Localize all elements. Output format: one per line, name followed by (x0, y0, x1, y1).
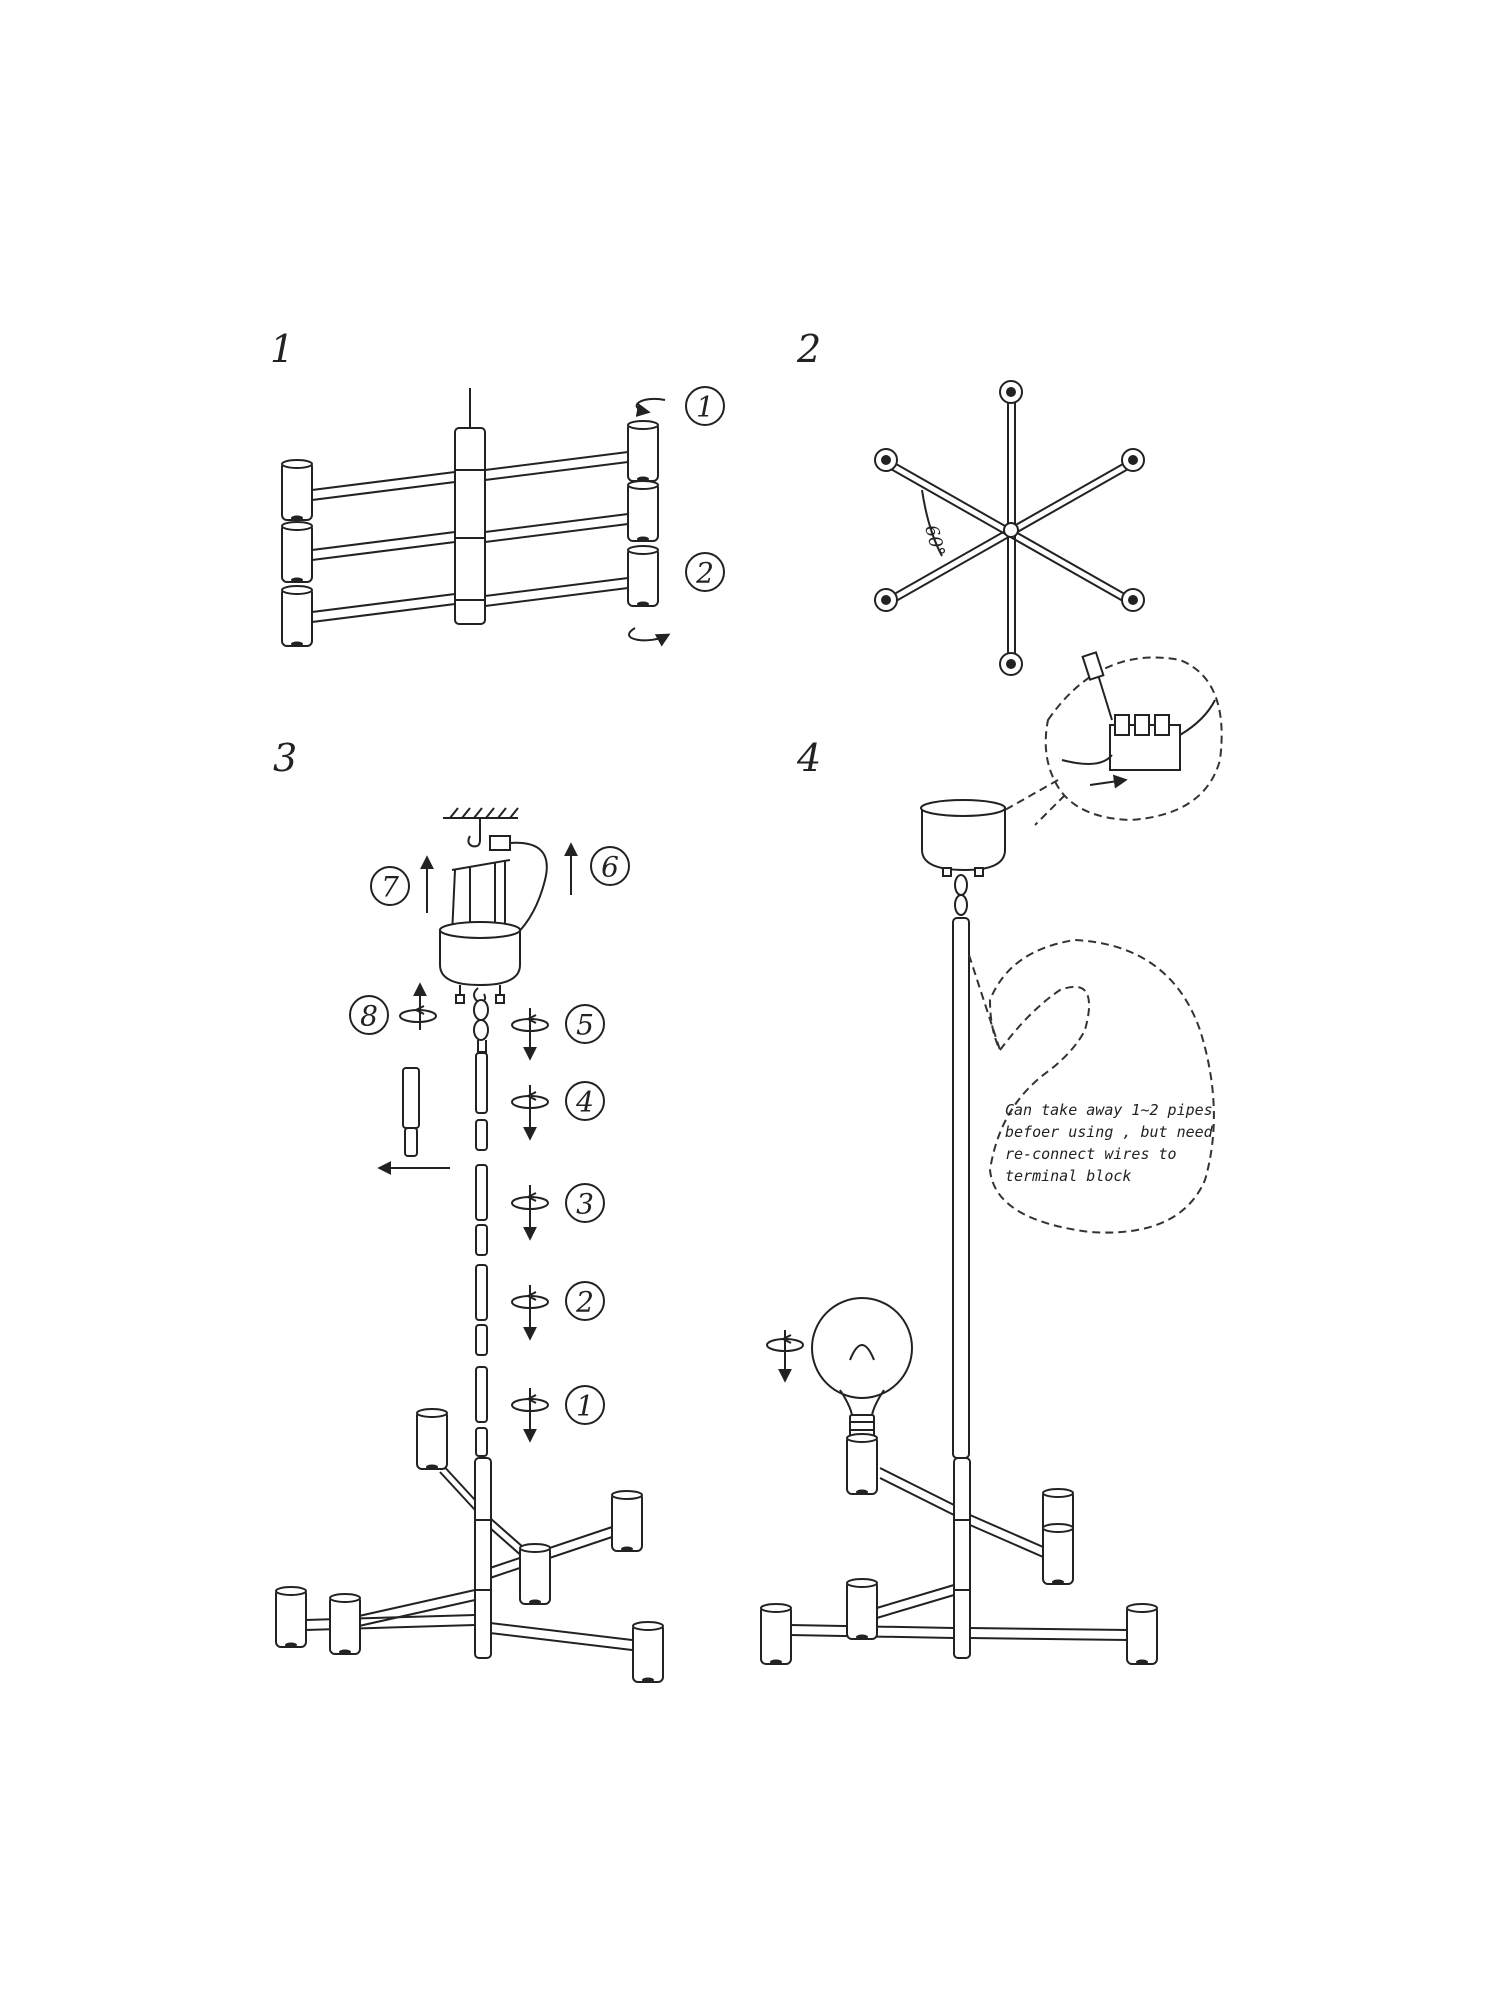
note-line: befoer using , but need (1005, 1123, 1214, 1141)
callout-circle (370, 866, 410, 906)
step-1-number: 1 (270, 327, 294, 371)
downrod (952, 917, 1001, 1459)
step-2-panel: 2 60° (796, 327, 1145, 676)
callout-label: 1 (576, 1390, 594, 1423)
callout-circle (685, 552, 725, 592)
callout-circle (565, 1004, 605, 1044)
note-text: Can take away 1~2 pipes befoer using , b… (1005, 1101, 1214, 1185)
pipe-stack (475, 1052, 488, 1457)
callout-label: 7 (381, 871, 399, 904)
callout-label: 4 (575, 1086, 594, 1119)
callout-circle (565, 1183, 605, 1223)
step-1-fixture-drawing (281, 388, 659, 648)
step-1-panel: 1 1 (270, 327, 725, 648)
light-bulb-icon (811, 1297, 913, 1440)
callout-label: 5 (576, 1009, 594, 1042)
rotate-arrow-icon (628, 627, 671, 647)
canopy (920, 799, 1006, 916)
note-line: re-connect wires to (1005, 1145, 1177, 1163)
callout-circle (565, 1281, 605, 1321)
angle-label: 60° (920, 523, 949, 559)
callout-circle (685, 386, 725, 426)
step-4-fixture-body (760, 1433, 1158, 1666)
canopy (439, 921, 521, 1004)
step-3-panel: 3 (273, 736, 664, 1684)
callout-circle (590, 846, 630, 886)
note-callout-bubble (988, 938, 1215, 1234)
callout-circle (565, 1385, 605, 1425)
terminal-block-detail (1004, 651, 1223, 826)
rotate-arrow-icon (635, 397, 666, 417)
note-line: terminal block (1005, 1167, 1131, 1185)
step-3-fixture-body (275, 1408, 664, 1684)
step-4-panel: 4 (760, 651, 1223, 1666)
rotate-arrow-icon (399, 1005, 437, 1023)
callout-label: 3 (576, 1188, 594, 1221)
loose-pipe (377, 1067, 450, 1175)
callout-label: 8 (360, 1000, 378, 1033)
callout-circle (565, 1081, 605, 1121)
step-2-arm-spread-diagram (874, 380, 1145, 676)
callout-label: 2 (695, 557, 714, 590)
callout-label: 6 (601, 851, 619, 884)
step-3-number: 3 (273, 736, 297, 780)
callout-label: 1 (696, 391, 714, 424)
callout-circle (349, 995, 389, 1035)
note-line: Can take away 1~2 pipes (1005, 1101, 1213, 1119)
callout-label: 2 (575, 1286, 594, 1319)
step-4-number: 4 (796, 736, 821, 780)
hook-and-chain (473, 987, 489, 1053)
step-2-number: 2 (796, 327, 821, 371)
screwdriver-icon (1081, 651, 1113, 721)
